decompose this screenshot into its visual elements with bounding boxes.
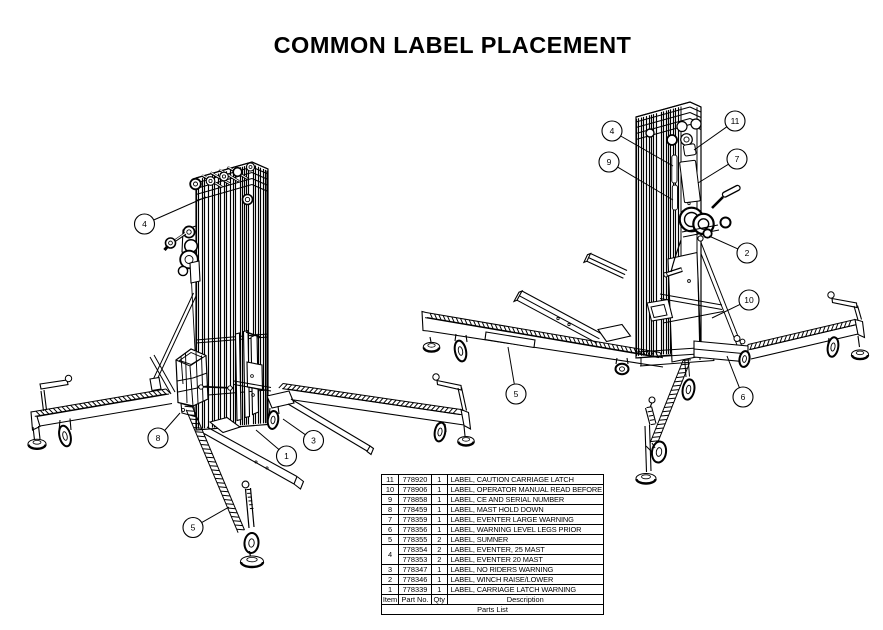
svg-text:7: 7 (735, 154, 740, 164)
svg-text:11: 11 (731, 116, 740, 126)
svg-text:2: 2 (745, 248, 750, 258)
svg-text:3: 3 (311, 436, 316, 446)
svg-text:9: 9 (607, 157, 612, 167)
svg-text:10: 10 (744, 295, 754, 305)
svg-text:4: 4 (142, 219, 147, 229)
svg-text:5: 5 (191, 523, 196, 533)
svg-text:6: 6 (741, 392, 746, 402)
svg-text:8: 8 (156, 433, 161, 443)
svg-text:1: 1 (284, 451, 289, 461)
svg-text:5: 5 (514, 389, 519, 399)
svg-text:4: 4 (610, 126, 615, 136)
